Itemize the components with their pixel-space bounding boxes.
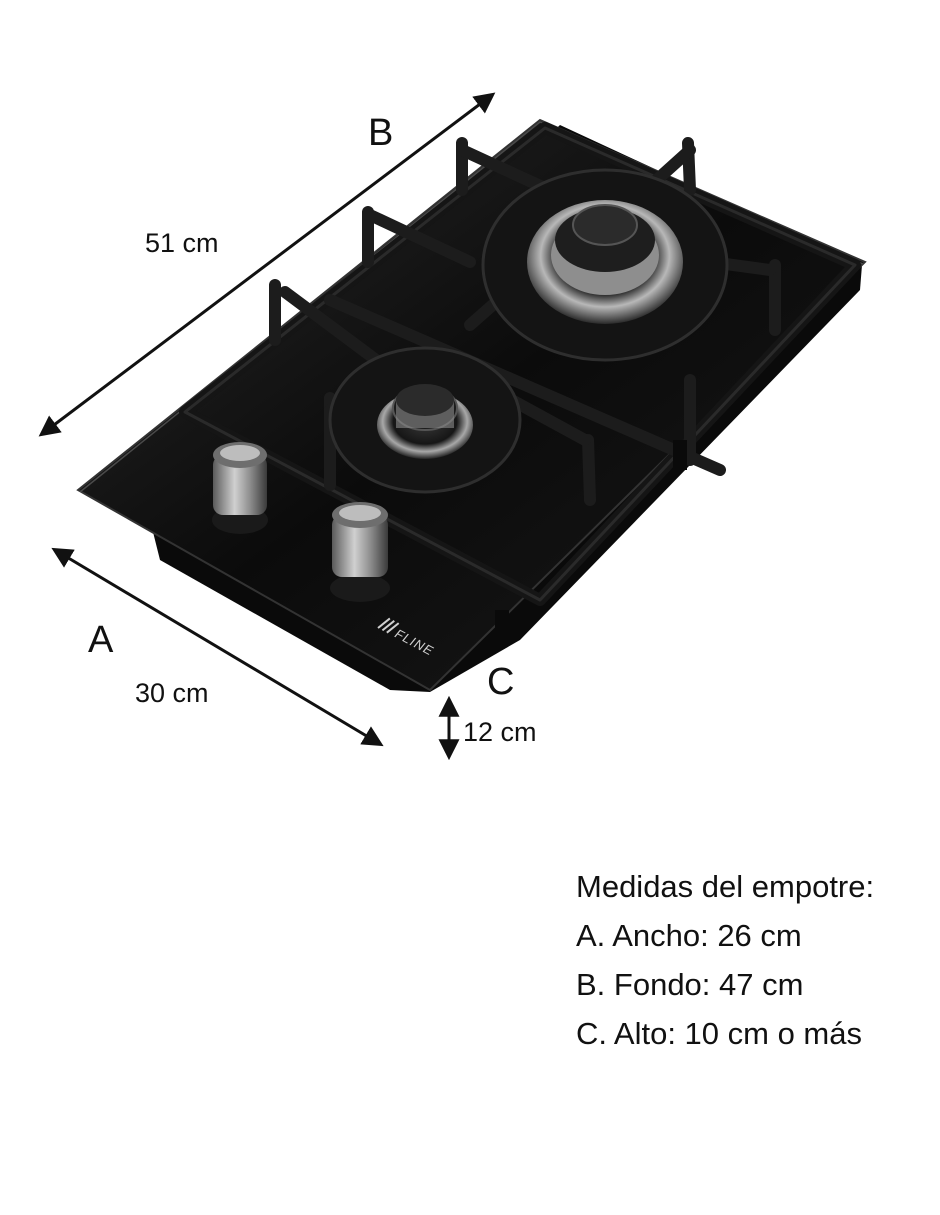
spec-height: C. Alto: 10 cm o más xyxy=(576,1016,862,1051)
label-a-value: 30 cm xyxy=(135,678,209,708)
knob-right xyxy=(330,502,390,602)
label-c-value: 12 cm xyxy=(463,717,537,747)
burner-large xyxy=(481,168,729,362)
installation-specs: Medidas del empotre: A. Ancho: 26 cm B. … xyxy=(576,862,926,1058)
label-a-letter: A xyxy=(88,619,114,661)
burner-small xyxy=(328,346,522,494)
arrow-depth-b xyxy=(38,92,496,437)
knob-left xyxy=(212,442,268,534)
spec-depth: B. Fondo: 47 cm xyxy=(576,967,804,1002)
dimension-arrows xyxy=(38,92,496,761)
cooktop: FLINE xyxy=(76,118,867,692)
dimension-labels: B 51 cm A 30 cm C 12 cm xyxy=(88,112,537,747)
label-b-letter: B xyxy=(368,112,393,154)
label-c-letter: C xyxy=(487,661,514,703)
label-b-value: 51 cm xyxy=(145,228,219,258)
specs-title: Medidas del empotre: xyxy=(576,869,875,904)
arrow-width-a xyxy=(51,547,384,747)
spec-width: A. Ancho: 26 cm xyxy=(576,918,802,953)
